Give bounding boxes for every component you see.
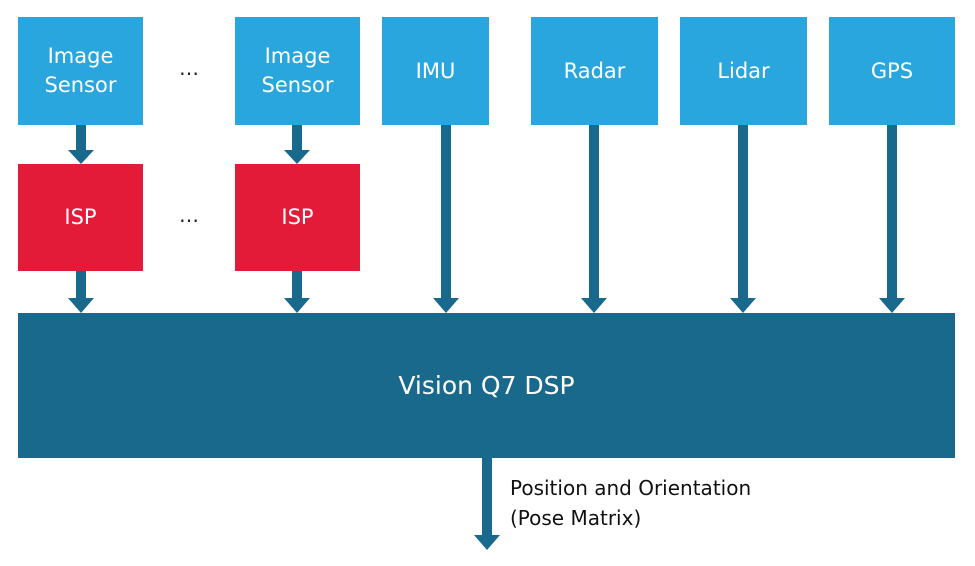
- sensor-ellipsis: …: [179, 56, 199, 80]
- radar-box: Radar: [531, 17, 658, 125]
- lidar-box: Lidar: [680, 17, 807, 125]
- image-sensor-n-line2: Sensor: [261, 73, 334, 97]
- image-sensor-n-line1: Image: [264, 44, 331, 68]
- arrow-ispn-to-dsp: [284, 271, 310, 313]
- isp-box-1: ISP: [18, 164, 143, 271]
- arrow-isp1-to-dsp: [68, 271, 94, 313]
- arrow-radar-to-dsp: [581, 125, 607, 313]
- isp-ellipsis: …: [179, 203, 199, 227]
- image-sensor-1-line2: Sensor: [44, 73, 117, 97]
- arrow-dsp-output: [474, 458, 500, 550]
- vision-q7-dsp-box: Vision Q7 DSP: [18, 313, 955, 458]
- output-label-line2: (Pose Matrix): [510, 506, 642, 530]
- arrow-sensor1-to-isp1: [68, 125, 94, 164]
- isp-box-n: ISP: [235, 164, 360, 271]
- image-sensor-1-line1: Image: [47, 44, 114, 68]
- arrow-lidar-to-dsp: [730, 125, 756, 313]
- output-label: Position and Orientation (Pose Matrix): [510, 473, 751, 533]
- imu-box: IMU: [382, 17, 489, 125]
- arrow-imu-to-dsp: [433, 125, 459, 313]
- arrow-sensorn-to-ispn: [284, 125, 310, 164]
- gps-box: GPS: [829, 17, 955, 125]
- arrow-gps-to-dsp: [879, 125, 905, 313]
- output-label-line1: Position and Orientation: [510, 476, 752, 500]
